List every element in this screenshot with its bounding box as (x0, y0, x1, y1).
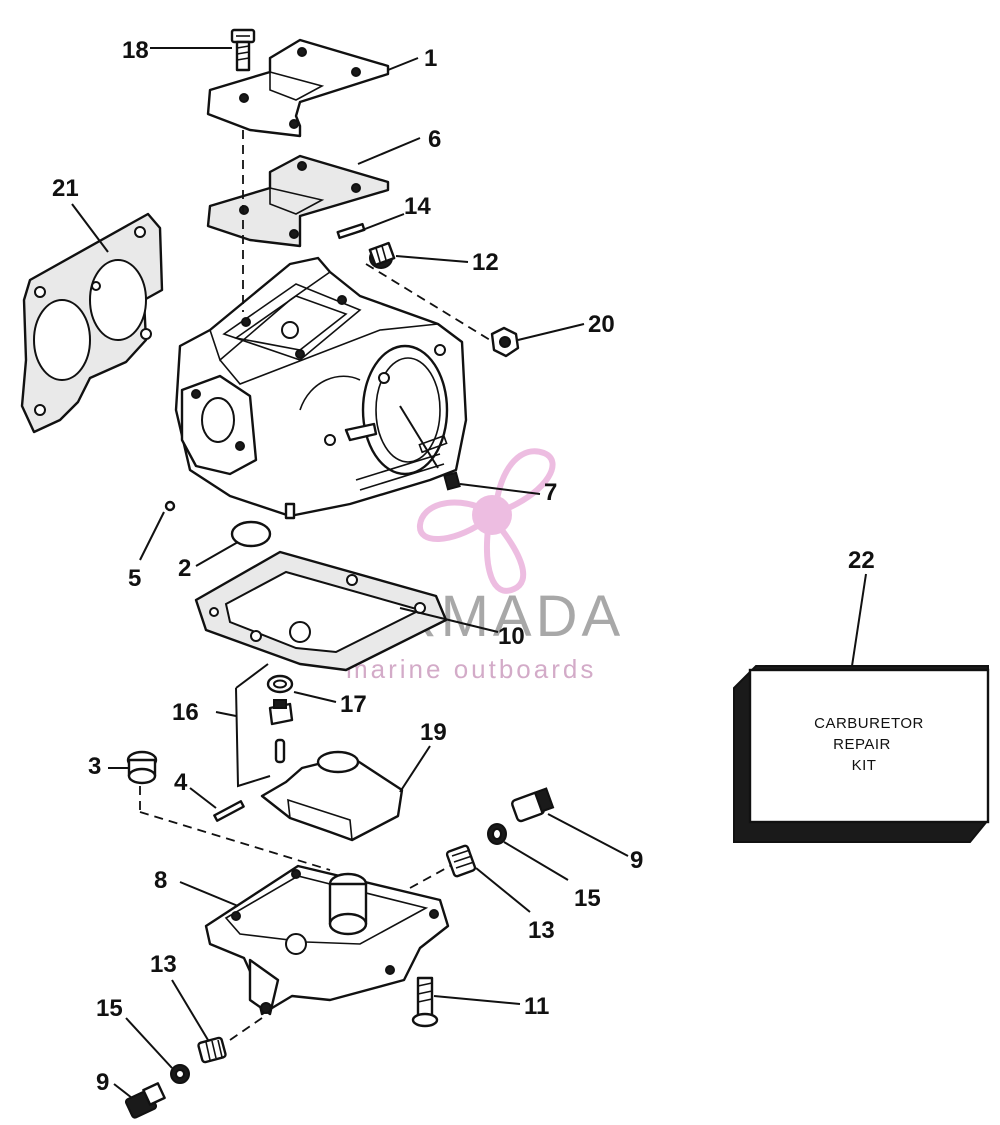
part-3-plug-screw (126, 750, 158, 785)
callout-6: 6 (428, 126, 441, 153)
part-2-disc (230, 520, 272, 548)
needle-seat (268, 699, 294, 764)
part-4-pin (213, 800, 245, 822)
kit-label-line3: KIT (852, 757, 877, 774)
callout-21: 21 (52, 175, 79, 202)
callout-1: 1 (424, 45, 437, 72)
part-14-pin (336, 222, 366, 240)
callout-22: 22 (848, 547, 875, 574)
part-16-needle-seat-group (235, 663, 271, 788)
callout-18: 18 (122, 37, 149, 64)
part-5-ball (164, 500, 176, 512)
carburetor-body (174, 256, 468, 520)
part-7-spring (443, 471, 461, 491)
callout-15-lower: 15 (96, 995, 123, 1022)
propeller-logo-icon (417, 448, 556, 594)
callout-3: 3 (88, 753, 101, 780)
callout-16: 16 (172, 699, 199, 726)
callout-13-lower: 13 (150, 951, 177, 978)
callout-8: 8 (154, 867, 167, 894)
callout-10: 10 (498, 623, 525, 650)
part-20-nut (490, 326, 520, 358)
callout-11: 11 (524, 993, 549, 1020)
callout-7: 7 (544, 479, 557, 506)
callout-20: 20 (588, 311, 615, 338)
kit-label-line2: REPAIR (833, 736, 891, 753)
part-15-washer-upper (487, 823, 507, 845)
part-9-screw-upper (511, 787, 555, 823)
part-13-spring-lower (197, 1036, 227, 1064)
part-12-spring (368, 241, 396, 269)
leader-lines (71, 47, 867, 1099)
part-1-cover-plate (206, 38, 390, 138)
part-17-washer (266, 674, 294, 694)
callout-19: 19 (420, 719, 447, 746)
callout-9-lower: 9 (96, 1069, 109, 1096)
watermark-tagline: marine outboards (346, 654, 596, 684)
callout-2: 2 (178, 555, 191, 582)
part-8-float-bowl (204, 864, 450, 1016)
callout-12: 12 (472, 249, 499, 276)
callout-9-upper: 9 (630, 847, 643, 874)
part-19-float (260, 750, 404, 842)
part-15-washer-lower (170, 1064, 190, 1084)
callout-13-upper: 13 (528, 917, 555, 944)
part-10-bowl-gasket (194, 550, 448, 672)
part-9-screw-lower (124, 1082, 166, 1119)
part-11-screw (411, 976, 439, 1028)
part-6-gasket (206, 154, 390, 248)
callout-5: 5 (128, 565, 141, 592)
callout-14: 14 (404, 193, 431, 220)
part-21-flange-gasket (20, 212, 164, 434)
part-22-repair-kit-box: CARBURETOR REPAIR KIT (733, 665, 990, 843)
callout-17: 17 (340, 691, 367, 718)
callout-labels: 18 1 6 21 14 12 20 7 5 2 10 22 16 17 19 … (52, 37, 875, 1096)
part-13-spring-upper (445, 844, 477, 878)
assembly-lines (139, 130, 491, 1041)
callout-15-upper: 15 (574, 885, 601, 912)
kit-label-line1: CARBURETOR (814, 715, 924, 732)
callout-4: 4 (174, 769, 188, 796)
part-18-screw (230, 28, 256, 72)
